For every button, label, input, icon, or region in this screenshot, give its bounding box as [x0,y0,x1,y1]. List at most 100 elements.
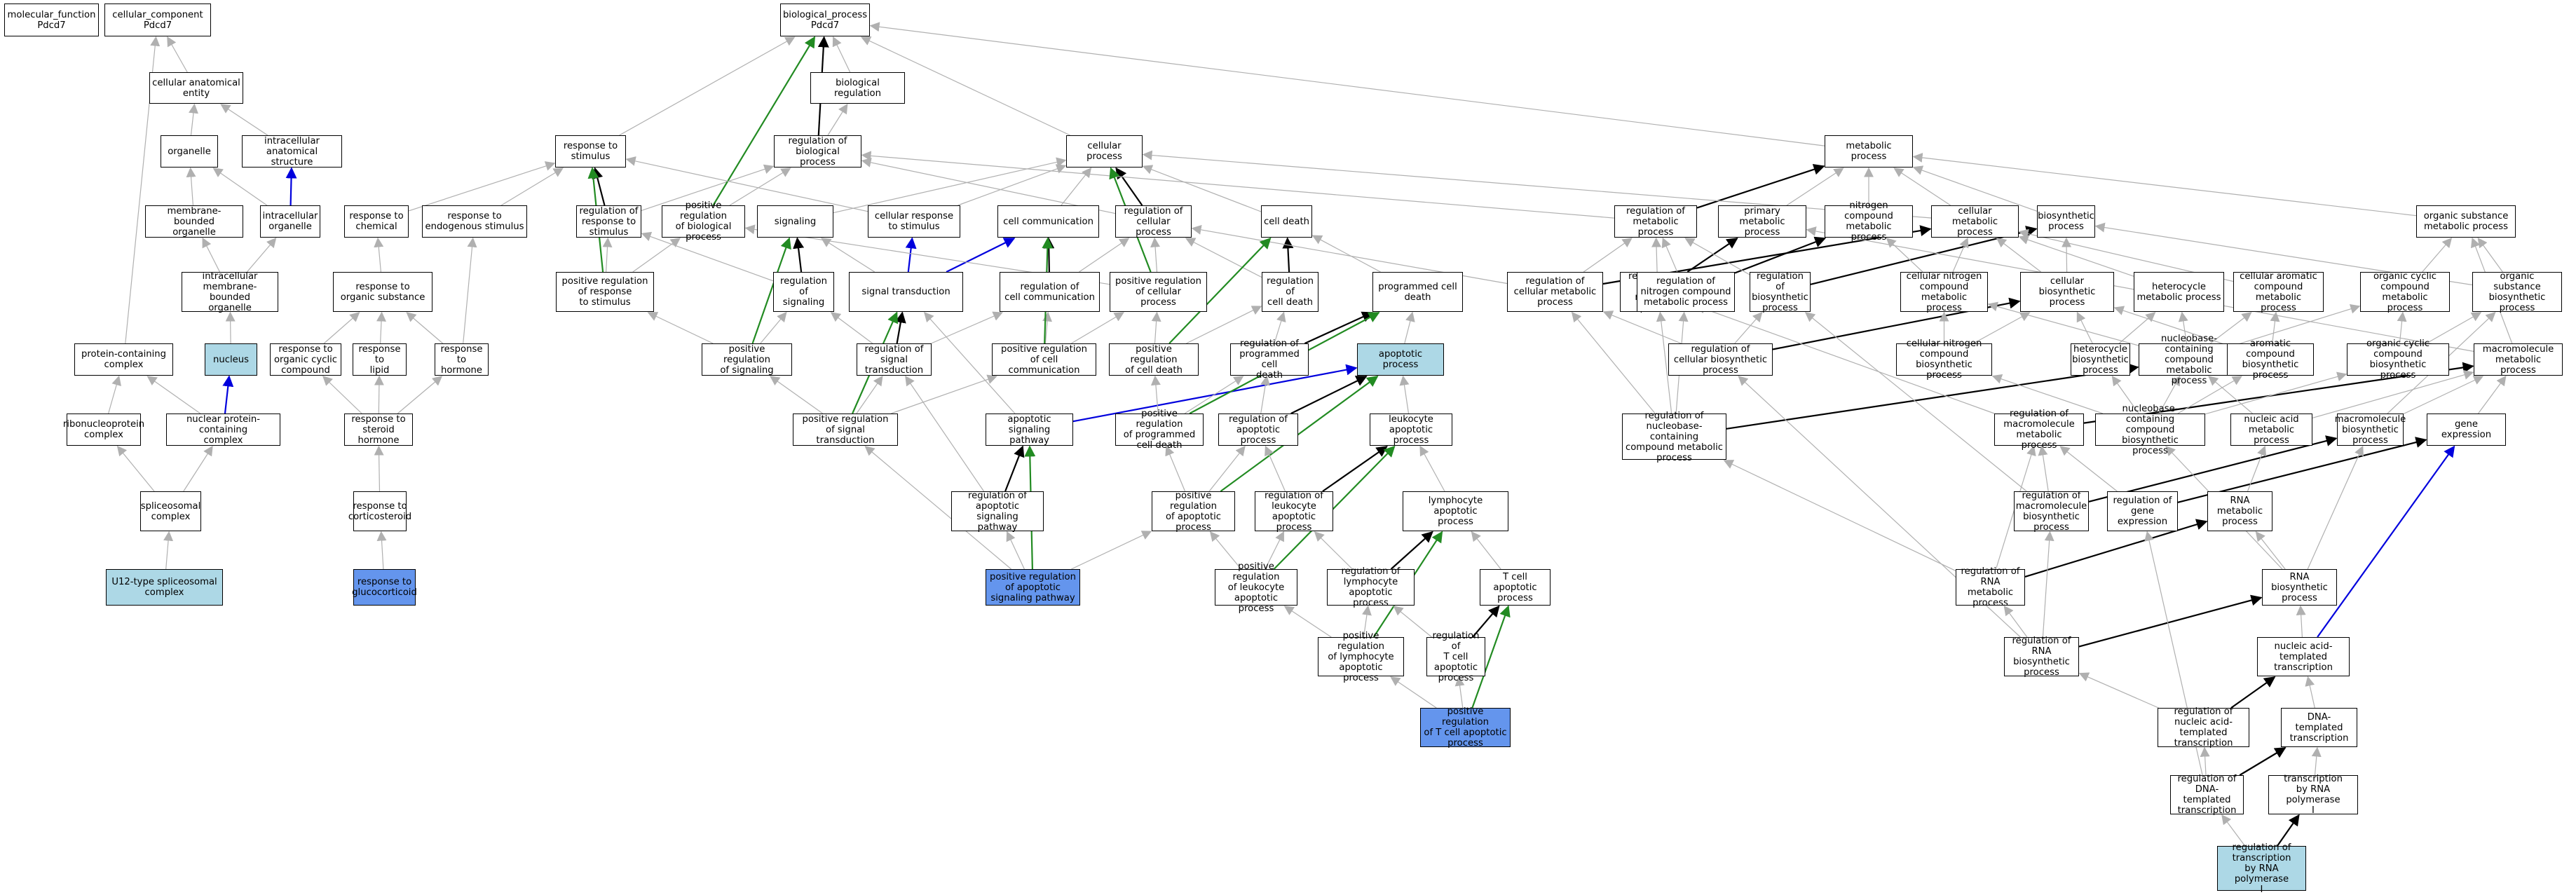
go-term-node-cp[interactable]: cellular process [1066,135,1143,168]
go-term-node-bsp[interactable]: biosynthetic process [2037,205,2095,238]
go-term-node-rmmp[interactable]: regulation of macromolecule metabolic pr… [1994,409,2084,451]
go-term-node-rpcd[interactable]: regulation of programmed cell death [1230,339,1309,381]
go-term-node-rchem[interactable]: response to chemical [344,205,409,238]
go-term-node-prrs[interactable]: positive regulation of response to stimu… [556,272,654,312]
go-term-node-mf[interactable]: molecular_function Pdcd7 [4,4,99,36]
go-term-node-rrnamp[interactable]: regulation of RNA metabolic process [1956,566,2025,608]
go-term-node-prtcap[interactable]: positive regulation of T cell apoptotic … [1420,706,1511,749]
go-term-node-imbo[interactable]: intracellular membrane-bounded organelle [182,271,278,313]
go-term-node-prsig[interactable]: positive regulation of signaling [702,343,792,376]
go-term-node-rst[interactable]: regulation of signal transduction [857,343,932,376]
go-term-node-rtocc[interactable]: response to organic cyclic compound [270,343,341,376]
go-term-node-namp[interactable]: nucleic acid metabolic process [2230,414,2312,446]
go-term-node-cd[interactable]: cell death [1261,205,1312,238]
go-term-node-resp_endo[interactable]: response to endogenous stimulus [422,205,527,238]
go-term-node-nuc[interactable]: nucleus [205,343,257,376]
go-term-node-occmp[interactable]: organic cyclic compound metabolic proces… [2360,271,2450,313]
go-term-node-pmp[interactable]: primary metabolic process [1718,205,1806,238]
go-term-node-tbrp[interactable]: transcription by RNA polymerase I [2268,774,2358,816]
go-term-node-rge[interactable]: regulation of gene expression [2107,491,2178,531]
go-term-node-rsig[interactable]: regulation of signaling [773,272,834,312]
go-term-node-crs[interactable]: cellular response to stimulus [868,205,960,238]
go-term-node-cacmp[interactable]: cellular aromatic compound metabolic pro… [2233,271,2324,313]
go-term-node-dtt[interactable]: DNA-templated transcription [2281,708,2357,747]
go-term-node-mmp[interactable]: macromolecule metabolic process [2474,343,2563,376]
go-term-node-org[interactable]: organelle [161,135,218,168]
go-term-node-rnamp[interactable]: RNA metabolic process [2207,491,2272,531]
go-term-node-osbp[interactable]: organic substance biosynthetic process [2472,271,2562,313]
go-term-node-rtgc[interactable]: response to glucocorticoid [352,569,417,606]
go-term-node-hmp[interactable]: heterocycle metabolic process [2134,272,2224,312]
go-term-node-rnabsp[interactable]: RNA biosynthetic process [2262,569,2337,606]
go-term-node-rcbsp[interactable]: regulation of cellular biosynthetic proc… [1668,343,1773,376]
go-term-node-rcmp[interactable]: regulation of cellular metabolic process [1507,272,1603,312]
go-term-node-rnbcmp[interactable]: regulation of nucleobase-containing comp… [1622,411,1726,463]
go-term-node-prasp[interactable]: positive regulation of apoptotic signali… [986,569,1080,606]
go-term-node-prlap[interactable]: positive regulation of leukocyte apoptot… [1215,561,1297,614]
go-term-node-nbcbsp[interactable]: nucleobase-containing compound biosynthe… [2095,404,2205,456]
go-term-node-prcd[interactable]: positive regulation of cell death [1109,343,1199,376]
go-term-node-ge[interactable]: gene expression [2427,414,2506,446]
go-term-node-rap[interactable]: regulation of apoptotic process [1218,414,1298,446]
go-term-node-cncmp[interactable]: cellular nitrogen compound metabolic pro… [1900,271,1988,313]
go-term-node-rtcap[interactable]: regulation of T cell apoptotic process [1426,631,1485,683]
go-term-node-rnatt[interactable]: regulation of nucleic acid-templated tra… [2158,706,2249,749]
go-term-node-osmp[interactable]: organic substance metabolic process [2416,205,2516,238]
go-term-node-ap[interactable]: apoptotic process [1357,343,1444,376]
go-term-node-mp[interactable]: metabolic process [1825,135,1913,168]
go-term-node-prst[interactable]: positive regulation of signal transducti… [793,414,898,446]
go-term-node-bp[interactable]: biological_process Pdcd7 [780,4,870,36]
go-term-node-u12[interactable]: U12-type spliceosomal complex [106,569,223,606]
go-term-node-pcd[interactable]: programmed cell death [1372,272,1463,312]
go-term-node-rbsp[interactable]: regulation of biosynthetic process [1750,271,1811,313]
go-term-node-cmp[interactable]: cellular metabolic process [1931,205,2019,238]
go-term-node-rncp[interactable]: ribonucleoprotein complex [63,414,144,446]
go-term-node-rtbrp[interactable]: regulation of transcription by RNA polym… [2217,842,2306,895]
go-term-node-rmp[interactable]: regulation of metabolic process [1614,205,1697,238]
go-term-node-ias[interactable]: intracellular anatomical structure [242,135,342,168]
go-term-node-rccom[interactable]: regulation of cell communication [1000,272,1100,312]
go-term-node-cbsp[interactable]: cellular biosynthetic process [2020,272,2114,312]
go-term-node-asp[interactable]: apoptotic signaling pathway [986,414,1073,446]
go-term-node-st[interactable]: signal transduction [849,272,963,312]
go-term-node-tcap[interactable]: T cell apoptotic process [1480,569,1551,606]
go-term-node-occbsp[interactable]: organic cyclic compound biosynthetic pro… [2347,339,2449,381]
go-term-node-natt[interactable]: nucleic acid-templated transcription [2257,637,2350,676]
go-term-node-rrts[interactable]: regulation of response to stimulus [576,205,641,238]
go-term-node-npcc[interactable]: nuclear protein-containing complex [166,414,280,446]
go-term-node-rtl[interactable]: response to lipid [353,343,407,376]
go-term-node-lyap[interactable]: lymphocyte apoptotic process [1403,491,1508,531]
go-term-node-rbp[interactable]: regulation of biological process [774,135,861,168]
go-term-node-cae[interactable]: cellular anatomical entity [149,72,243,104]
go-term-node-rasp[interactable]: regulation of apoptotic signaling pathwa… [951,491,1044,533]
go-term-node-breg[interactable]: biological regulation [810,72,905,104]
go-term-node-mbo[interactable]: membrane-bounded organelle [145,205,243,238]
go-term-node-rtcort[interactable]: response to corticosteroid [348,491,411,531]
go-term-node-rrnabsp[interactable]: regulation of RNA biosynthetic process [2004,636,2079,678]
go-term-node-prap[interactable]: positive regulation of apoptotic process [1152,491,1235,533]
go-term-node-ccom[interactable]: cell communication [997,205,1099,238]
go-term-node-prlyap[interactable]: positive regulation of lymphocyte apopto… [1318,631,1404,683]
go-term-node-rcd[interactable]: regulation of cell death [1262,272,1318,312]
go-term-node-rth[interactable]: response to hormone [435,343,489,376]
go-term-node-rlap[interactable]: regulation of leukocyte apoptotic proces… [1255,491,1333,533]
go-term-node-rncmp[interactable]: regulation of nitrogen compound metaboli… [1637,272,1735,312]
go-term-node-rts[interactable]: response to stimulus [555,135,626,168]
go-term-node-rtsh[interactable]: response to steroid hormone [344,414,413,446]
go-term-node-rmbp[interactable]: regulation of macromolecule biosynthetic… [2014,491,2089,533]
go-term-node-cncbsp[interactable]: cellular nitrogen compound biosynthetic … [1896,339,1992,381]
go-term-node-mbp[interactable]: macromolecule biosynthetic process [2335,414,2406,446]
go-term-node-cc[interactable]: cellular_component Pdcd7 [104,4,211,36]
go-term-node-ncmp[interactable]: nitrogen compound metabolic process [1825,200,1913,242]
go-term-node-prccom[interactable]: positive regulation of cell communicatio… [992,343,1096,376]
go-term-node-nbcmp[interactable]: nucleobase-containing compound metabolic… [2139,334,2240,386]
go-term-node-io[interactable]: intracellular organelle [260,205,320,238]
go-term-node-rdtt[interactable]: regulation of DNA-templated transcriptio… [2170,774,2244,816]
go-term-node-acbsp[interactable]: aromatic compound biosynthetic process [2227,339,2314,381]
go-term-node-sig[interactable]: signaling [757,205,833,238]
go-term-node-rocs[interactable]: response to organic substance [333,272,432,312]
go-term-node-prpcd[interactable]: positive regulation of programmed cell d… [1115,409,1204,451]
go-term-node-prcp[interactable]: positive regulation of cellular process [1110,272,1207,312]
go-term-node-pcc[interactable]: protein-containing complex [74,343,173,376]
go-term-node-hbsp[interactable]: heterocycle biosynthetic process [2071,343,2130,376]
